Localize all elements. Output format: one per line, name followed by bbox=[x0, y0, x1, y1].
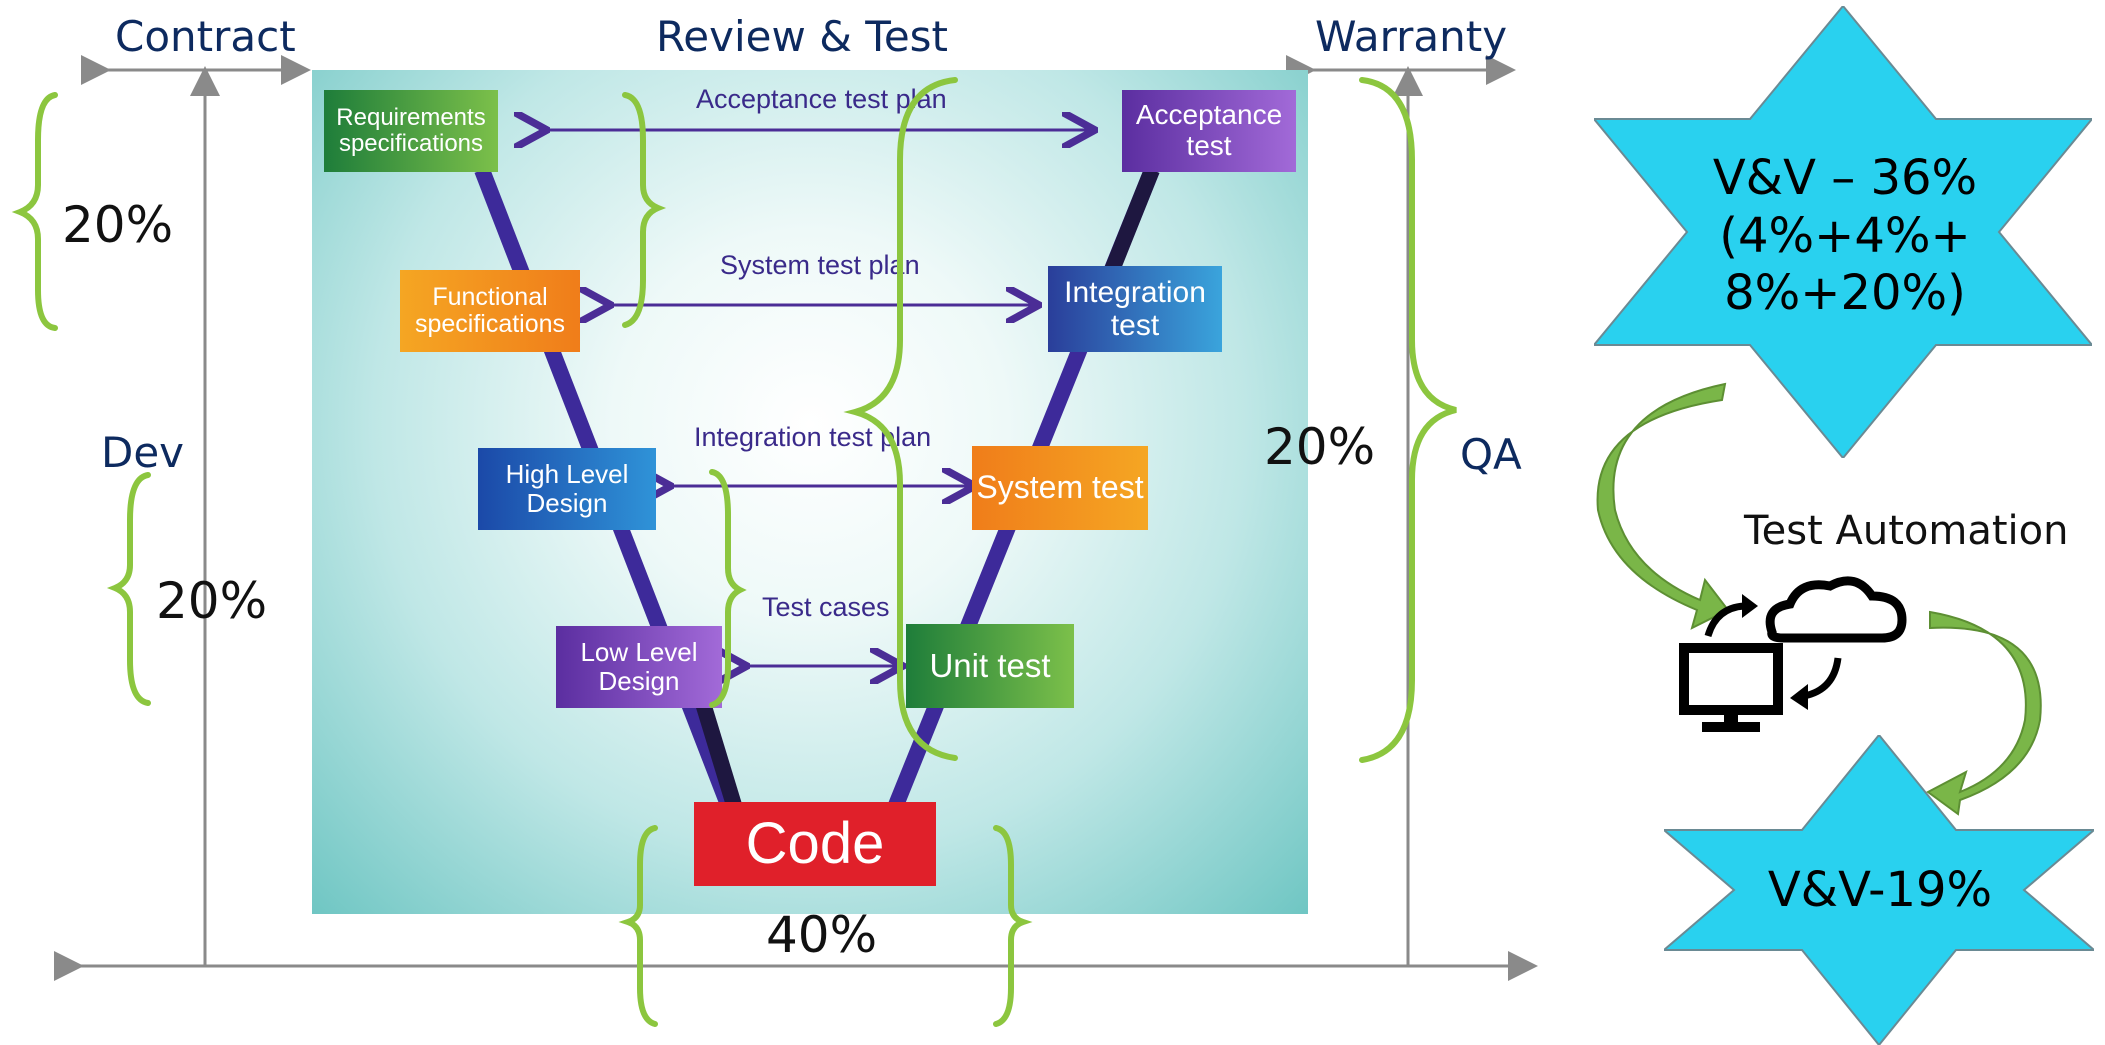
dev-brace bbox=[106, 472, 151, 706]
warranty-header: Warranty bbox=[1315, 12, 1508, 61]
cloud-computer-sync-icon bbox=[1679, 576, 1907, 732]
center-brace bbox=[843, 77, 958, 761]
functional-box: Functional specifications bbox=[400, 270, 580, 352]
code-brace-left bbox=[618, 825, 658, 1027]
arrow-to-bottom-star bbox=[1926, 610, 2042, 816]
contract-header: Contract bbox=[115, 12, 296, 61]
test-cases-label: Test cases bbox=[762, 592, 890, 622]
bottom-star bbox=[1664, 735, 2094, 1045]
bottom-star-text: V&V-19% bbox=[1767, 862, 1993, 918]
qa-label: QA bbox=[1460, 430, 1522, 479]
requirements-box: Requirements specifications bbox=[324, 90, 498, 172]
qa-brace bbox=[1359, 77, 1457, 763]
test-automation-label: Test Automation bbox=[1744, 508, 2069, 554]
top-star-line-3: 8%+20%) bbox=[1724, 265, 1966, 322]
high-level-design-box: High Level Design bbox=[478, 448, 656, 530]
top-star-line-1: V&V – 36% bbox=[1712, 150, 1978, 206]
system-test-box: System test bbox=[972, 446, 1148, 530]
top-star bbox=[1594, 6, 2092, 458]
arrow-to-automation bbox=[1596, 382, 1730, 630]
acceptance-test-box: Acceptance test bbox=[1122, 90, 1296, 172]
integration-test-box: Integration test bbox=[1048, 266, 1222, 352]
top-star-text: V&V – 36% (4%+4%+ 8%+20%) bbox=[1660, 150, 2030, 323]
qa-percent: 20% bbox=[1264, 418, 1376, 476]
acceptance-plan-label: Acceptance test plan bbox=[696, 84, 947, 114]
dev-percent: 20% bbox=[156, 572, 268, 630]
review-brace-top bbox=[622, 92, 667, 328]
code-box: Code bbox=[694, 802, 936, 886]
requirements-percent: 20% bbox=[62, 196, 174, 254]
low-level-design-box: Low Level Design bbox=[556, 626, 722, 708]
top-star-line-2: (4%+4%+ bbox=[1719, 207, 1971, 264]
review-test-header: Review & Test bbox=[656, 12, 949, 61]
integration-brace bbox=[709, 469, 747, 708]
requirements-brace bbox=[11, 92, 58, 331]
unit-test-box: Unit test bbox=[906, 624, 1074, 708]
system-plan-label: System test plan bbox=[720, 250, 920, 280]
dev-label: Dev bbox=[101, 428, 185, 477]
code-brace-right bbox=[993, 825, 1033, 1027]
v-model-diagram: Acceptance test plan System test plan In… bbox=[312, 70, 1308, 914]
code-percent: 40% bbox=[766, 906, 878, 964]
